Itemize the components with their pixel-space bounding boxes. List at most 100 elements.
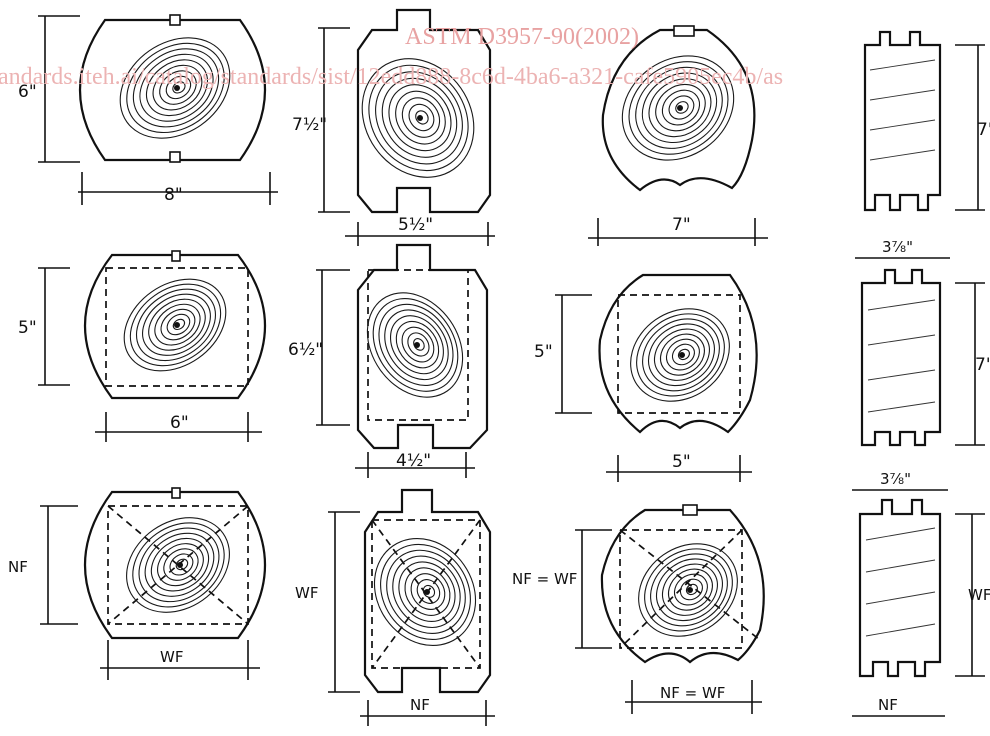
pith-mark <box>414 342 420 348</box>
growth-ring <box>661 563 718 616</box>
pith-mark <box>177 562 183 568</box>
growth-ring <box>655 83 706 132</box>
watermark-title: ASTM D3957-90(2002) <box>405 24 639 50</box>
width-label: 3⅞" <box>882 238 913 256</box>
log-profile-r3c1: NF WF <box>8 487 267 680</box>
growth-ring <box>408 103 435 132</box>
growth-ring <box>642 318 720 392</box>
growth-ring <box>638 543 738 637</box>
growth-ring <box>123 278 227 372</box>
growth-ring <box>375 71 463 165</box>
log-profile-r2c1: 5" 6" <box>18 250 266 442</box>
growth-ring <box>401 326 435 363</box>
growth-ring <box>372 298 459 392</box>
growth-ring <box>685 583 698 596</box>
growth-ring <box>126 517 230 613</box>
log-profile-r3c3: NF = WF NF = WF <box>512 504 765 714</box>
watermark-url: andards.iteh.ai/catalog/standards/sist/1… <box>0 64 783 90</box>
growth-ring <box>138 527 220 603</box>
width-label: 7" <box>672 215 691 235</box>
growth-ring <box>361 58 475 178</box>
width-label: NF = WF <box>660 684 725 702</box>
log-profile-r3c4: WF NF <box>852 498 990 717</box>
height-label: WF <box>968 586 990 604</box>
growth-ring <box>404 567 451 616</box>
growth-ring <box>159 70 197 105</box>
growth-ring <box>661 89 701 126</box>
growth-ring <box>169 553 194 576</box>
width-label: NF <box>878 696 898 714</box>
growth-ring <box>150 537 210 592</box>
pith-mark <box>174 85 180 91</box>
log-profile-r1c4: 7" 3⅞" <box>855 30 990 259</box>
growth-ring <box>384 309 449 381</box>
growth-ring <box>378 303 454 386</box>
growth-ring <box>673 573 708 606</box>
growth-ring <box>145 59 208 117</box>
height-label: 6½" <box>288 340 323 360</box>
growth-ring <box>165 75 192 100</box>
growth-ring <box>636 313 725 397</box>
log-profile-r3c2: WF NF <box>295 488 495 726</box>
growth-ring <box>653 328 710 381</box>
growth-ring <box>677 348 690 361</box>
log-profile-r2c3: 5" 5" <box>534 273 758 482</box>
growth-ring <box>392 555 461 628</box>
growth-ring <box>648 323 715 387</box>
growth-ring <box>129 283 222 367</box>
pith-mark <box>679 352 685 358</box>
width-label: 6" <box>170 413 189 433</box>
growth-ring <box>401 97 441 138</box>
growth-ring <box>368 64 469 172</box>
growth-ring <box>148 298 206 351</box>
height-label: WF <box>295 584 318 602</box>
height-label: 5" <box>534 342 553 362</box>
growth-ring <box>659 333 705 376</box>
growth-ring <box>144 532 215 597</box>
growth-ring <box>621 55 735 161</box>
growth-ring <box>139 53 214 122</box>
growth-ring <box>410 573 446 610</box>
log-profile-r2c4: 7" 3⅞" <box>852 268 990 491</box>
height-label: NF = WF <box>512 570 577 588</box>
growth-ring <box>389 315 444 375</box>
growth-ring <box>119 37 231 139</box>
growth-ring <box>386 549 466 634</box>
growth-ring <box>644 548 733 632</box>
pith-mark <box>687 587 693 593</box>
growth-ring <box>172 81 186 94</box>
growth-ring <box>163 548 199 581</box>
growth-ring <box>650 553 728 627</box>
growth-ring <box>648 78 712 138</box>
pith-mark <box>174 322 180 328</box>
growth-ring <box>172 318 186 331</box>
growth-ring <box>630 308 730 402</box>
width-label: 5½" <box>398 215 433 235</box>
width-label: 4½" <box>396 451 431 471</box>
growth-ring <box>366 292 464 398</box>
growth-ring <box>415 110 429 125</box>
log-profile-r1c3: 7" <box>588 25 768 246</box>
growth-ring <box>381 77 458 158</box>
width-label: NF <box>410 696 430 714</box>
pith-mark <box>417 115 423 121</box>
growth-ring <box>175 558 189 571</box>
pith-mark <box>677 105 683 111</box>
growth-ring <box>380 543 471 641</box>
growth-ring <box>398 561 456 622</box>
width-label: 3⅞" <box>880 470 911 488</box>
width-label: 8" <box>164 185 183 205</box>
growth-ring <box>422 584 436 598</box>
height-label: 7½" <box>292 115 327 135</box>
growth-ring <box>166 313 191 336</box>
growth-ring <box>388 84 452 152</box>
growth-ring <box>679 578 703 601</box>
growth-ring <box>656 558 723 622</box>
growth-ring <box>407 332 430 357</box>
growth-ring <box>675 101 689 114</box>
growth-ring <box>157 543 204 587</box>
growth-ring <box>132 522 225 608</box>
growth-ring <box>667 568 713 611</box>
height-label: 5" <box>18 318 37 338</box>
growth-ring <box>152 64 203 111</box>
